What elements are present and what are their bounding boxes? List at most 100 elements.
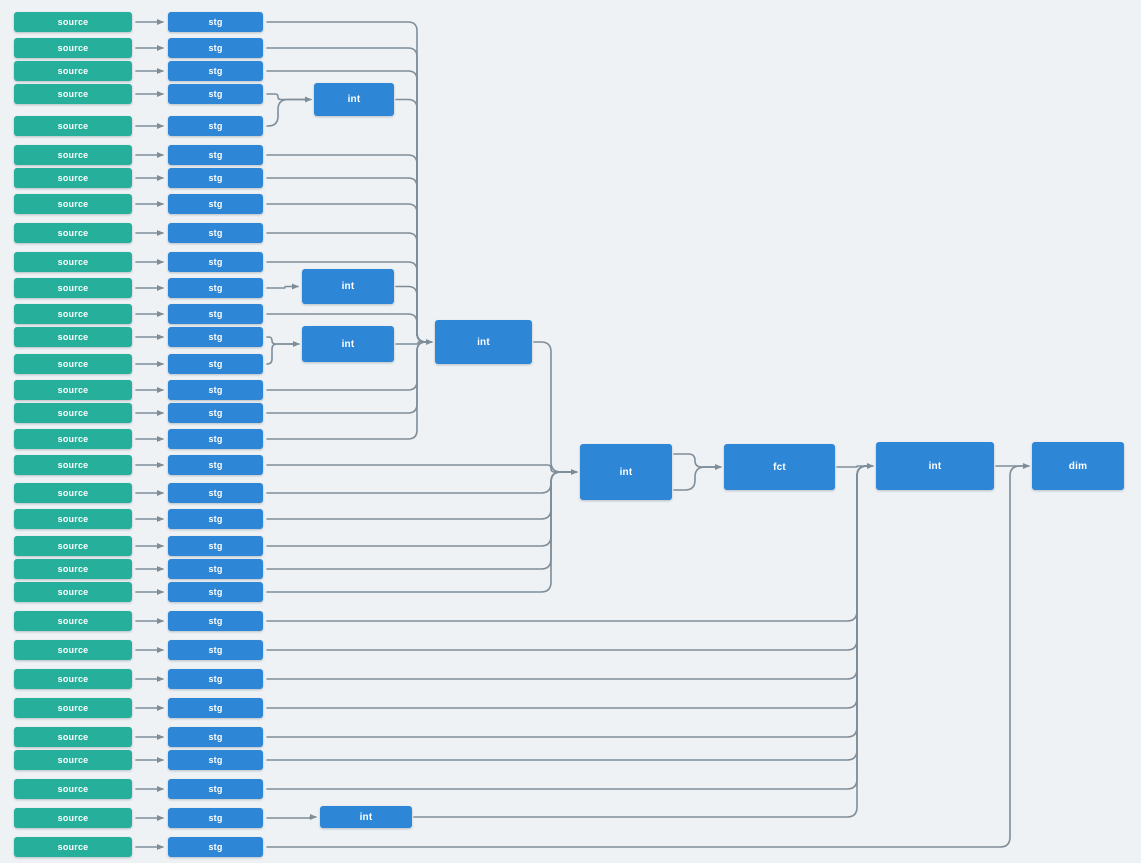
node-int-d[interactable]: int [435,320,532,364]
node-int-g[interactable]: int [320,806,412,828]
node-stg-2[interactable]: stg [168,38,263,58]
edge-36 [266,283,299,290]
node-source-6[interactable]: source [14,145,132,165]
node-stg-20[interactable]: stg [168,509,263,529]
node-source-4[interactable]: source [14,84,132,104]
node-stg-21[interactable]: stg [168,536,263,556]
node-source-28[interactable]: source [14,727,132,747]
node-stg-3[interactable]: stg [168,61,263,81]
node-dim-a[interactable]: dim [1032,442,1124,490]
node-source-30[interactable]: source [14,779,132,799]
node-source-16[interactable]: source [14,403,132,423]
node-stg-14[interactable]: stg [168,354,263,374]
node-stg-16[interactable]: stg [168,403,263,423]
node-source-19[interactable]: source [14,483,132,503]
node-stg-8[interactable]: stg [168,194,263,214]
node-stg-32[interactable]: stg [168,837,263,857]
node-stg-6[interactable]: stg [168,145,263,165]
edge-74 [266,465,873,790]
node-source-22[interactable]: source [14,559,132,579]
node-stg-13[interactable]: stg [168,327,263,347]
node-source-25[interactable]: source [14,640,132,660]
node-source-7[interactable]: source [14,168,132,188]
node-stg-30[interactable]: stg [168,779,263,799]
node-source-18[interactable]: source [14,455,132,475]
node-source-11[interactable]: source [14,278,132,298]
node-source-31[interactable]: source [14,808,132,828]
node-source-15[interactable]: source [14,380,132,400]
node-int-e[interactable]: int [580,444,672,500]
edge-75 [266,814,317,820]
edge-72 [266,465,873,738]
node-stg-26[interactable]: stg [168,669,263,689]
node-source-9[interactable]: source [14,223,132,243]
node-source-1[interactable]: source [14,12,132,32]
node-stg-22[interactable]: stg [168,559,263,579]
edge-59 [266,471,577,520]
node-stg-17[interactable]: stg [168,429,263,449]
edge-44 [266,177,432,343]
node-source-27[interactable]: source [14,698,132,718]
edge-37 [266,336,295,345]
node-stg-4[interactable]: stg [168,84,263,104]
edge-57 [266,464,577,473]
node-source-10[interactable]: source [14,252,132,272]
node-source-12[interactable]: source [14,304,132,324]
node-stg-5[interactable]: stg [168,116,263,136]
edge-58 [266,471,577,494]
node-stg-11[interactable]: stg [168,278,263,298]
node-source-3[interactable]: source [14,61,132,81]
node-stg-18[interactable]: stg [168,455,263,475]
node-stg-19[interactable]: stg [168,483,263,503]
edge-76 [413,465,873,818]
node-source-29[interactable]: source [14,750,132,770]
node-source-24[interactable]: source [14,611,132,631]
node-fct-a[interactable]: fct [724,444,835,490]
edge-65 [673,466,719,491]
edge-60 [266,471,577,547]
node-stg-7[interactable]: stg [168,168,263,188]
node-stg-31[interactable]: stg [168,808,263,828]
node-source-2[interactable]: source [14,38,132,58]
edge-61 [266,471,577,570]
node-int-f[interactable]: int [876,442,994,490]
node-stg-27[interactable]: stg [168,698,263,718]
node-stg-12[interactable]: stg [168,304,263,324]
edge-52 [395,98,432,343]
node-source-13[interactable]: source [14,327,132,347]
edge-73 [266,465,873,761]
node-int-a[interactable]: int [314,83,394,116]
node-stg-25[interactable]: stg [168,640,263,660]
edge-70 [266,465,873,680]
node-source-32[interactable]: source [14,837,132,857]
edge-79 [266,465,1029,848]
node-stg-29[interactable]: stg [168,750,263,770]
edge-71 [266,465,873,709]
edge-56 [533,341,577,473]
node-stg-24[interactable]: stg [168,611,263,631]
edge-64 [673,453,719,468]
node-int-c[interactable]: int [302,326,394,362]
node-stg-10[interactable]: stg [168,252,263,272]
node-source-23[interactable]: source [14,582,132,602]
node-stg-1[interactable]: stg [168,12,263,32]
edge-54 [395,341,432,345]
edge-67 [836,465,873,468]
node-source-17[interactable]: source [14,429,132,449]
edge-33 [266,93,309,101]
node-stg-23[interactable]: stg [168,582,263,602]
edge-34 [266,98,309,127]
node-stg-28[interactable]: stg [168,727,263,747]
node-int-b[interactable]: int [302,269,394,304]
node-source-14[interactable]: source [14,354,132,374]
node-source-26[interactable]: source [14,669,132,689]
node-source-20[interactable]: source [14,509,132,529]
node-source-5[interactable]: source [14,116,132,136]
node-stg-15[interactable]: stg [168,380,263,400]
node-source-21[interactable]: source [14,536,132,556]
node-stg-9[interactable]: stg [168,223,263,243]
node-source-8[interactable]: source [14,194,132,214]
edge-38 [266,343,295,365]
